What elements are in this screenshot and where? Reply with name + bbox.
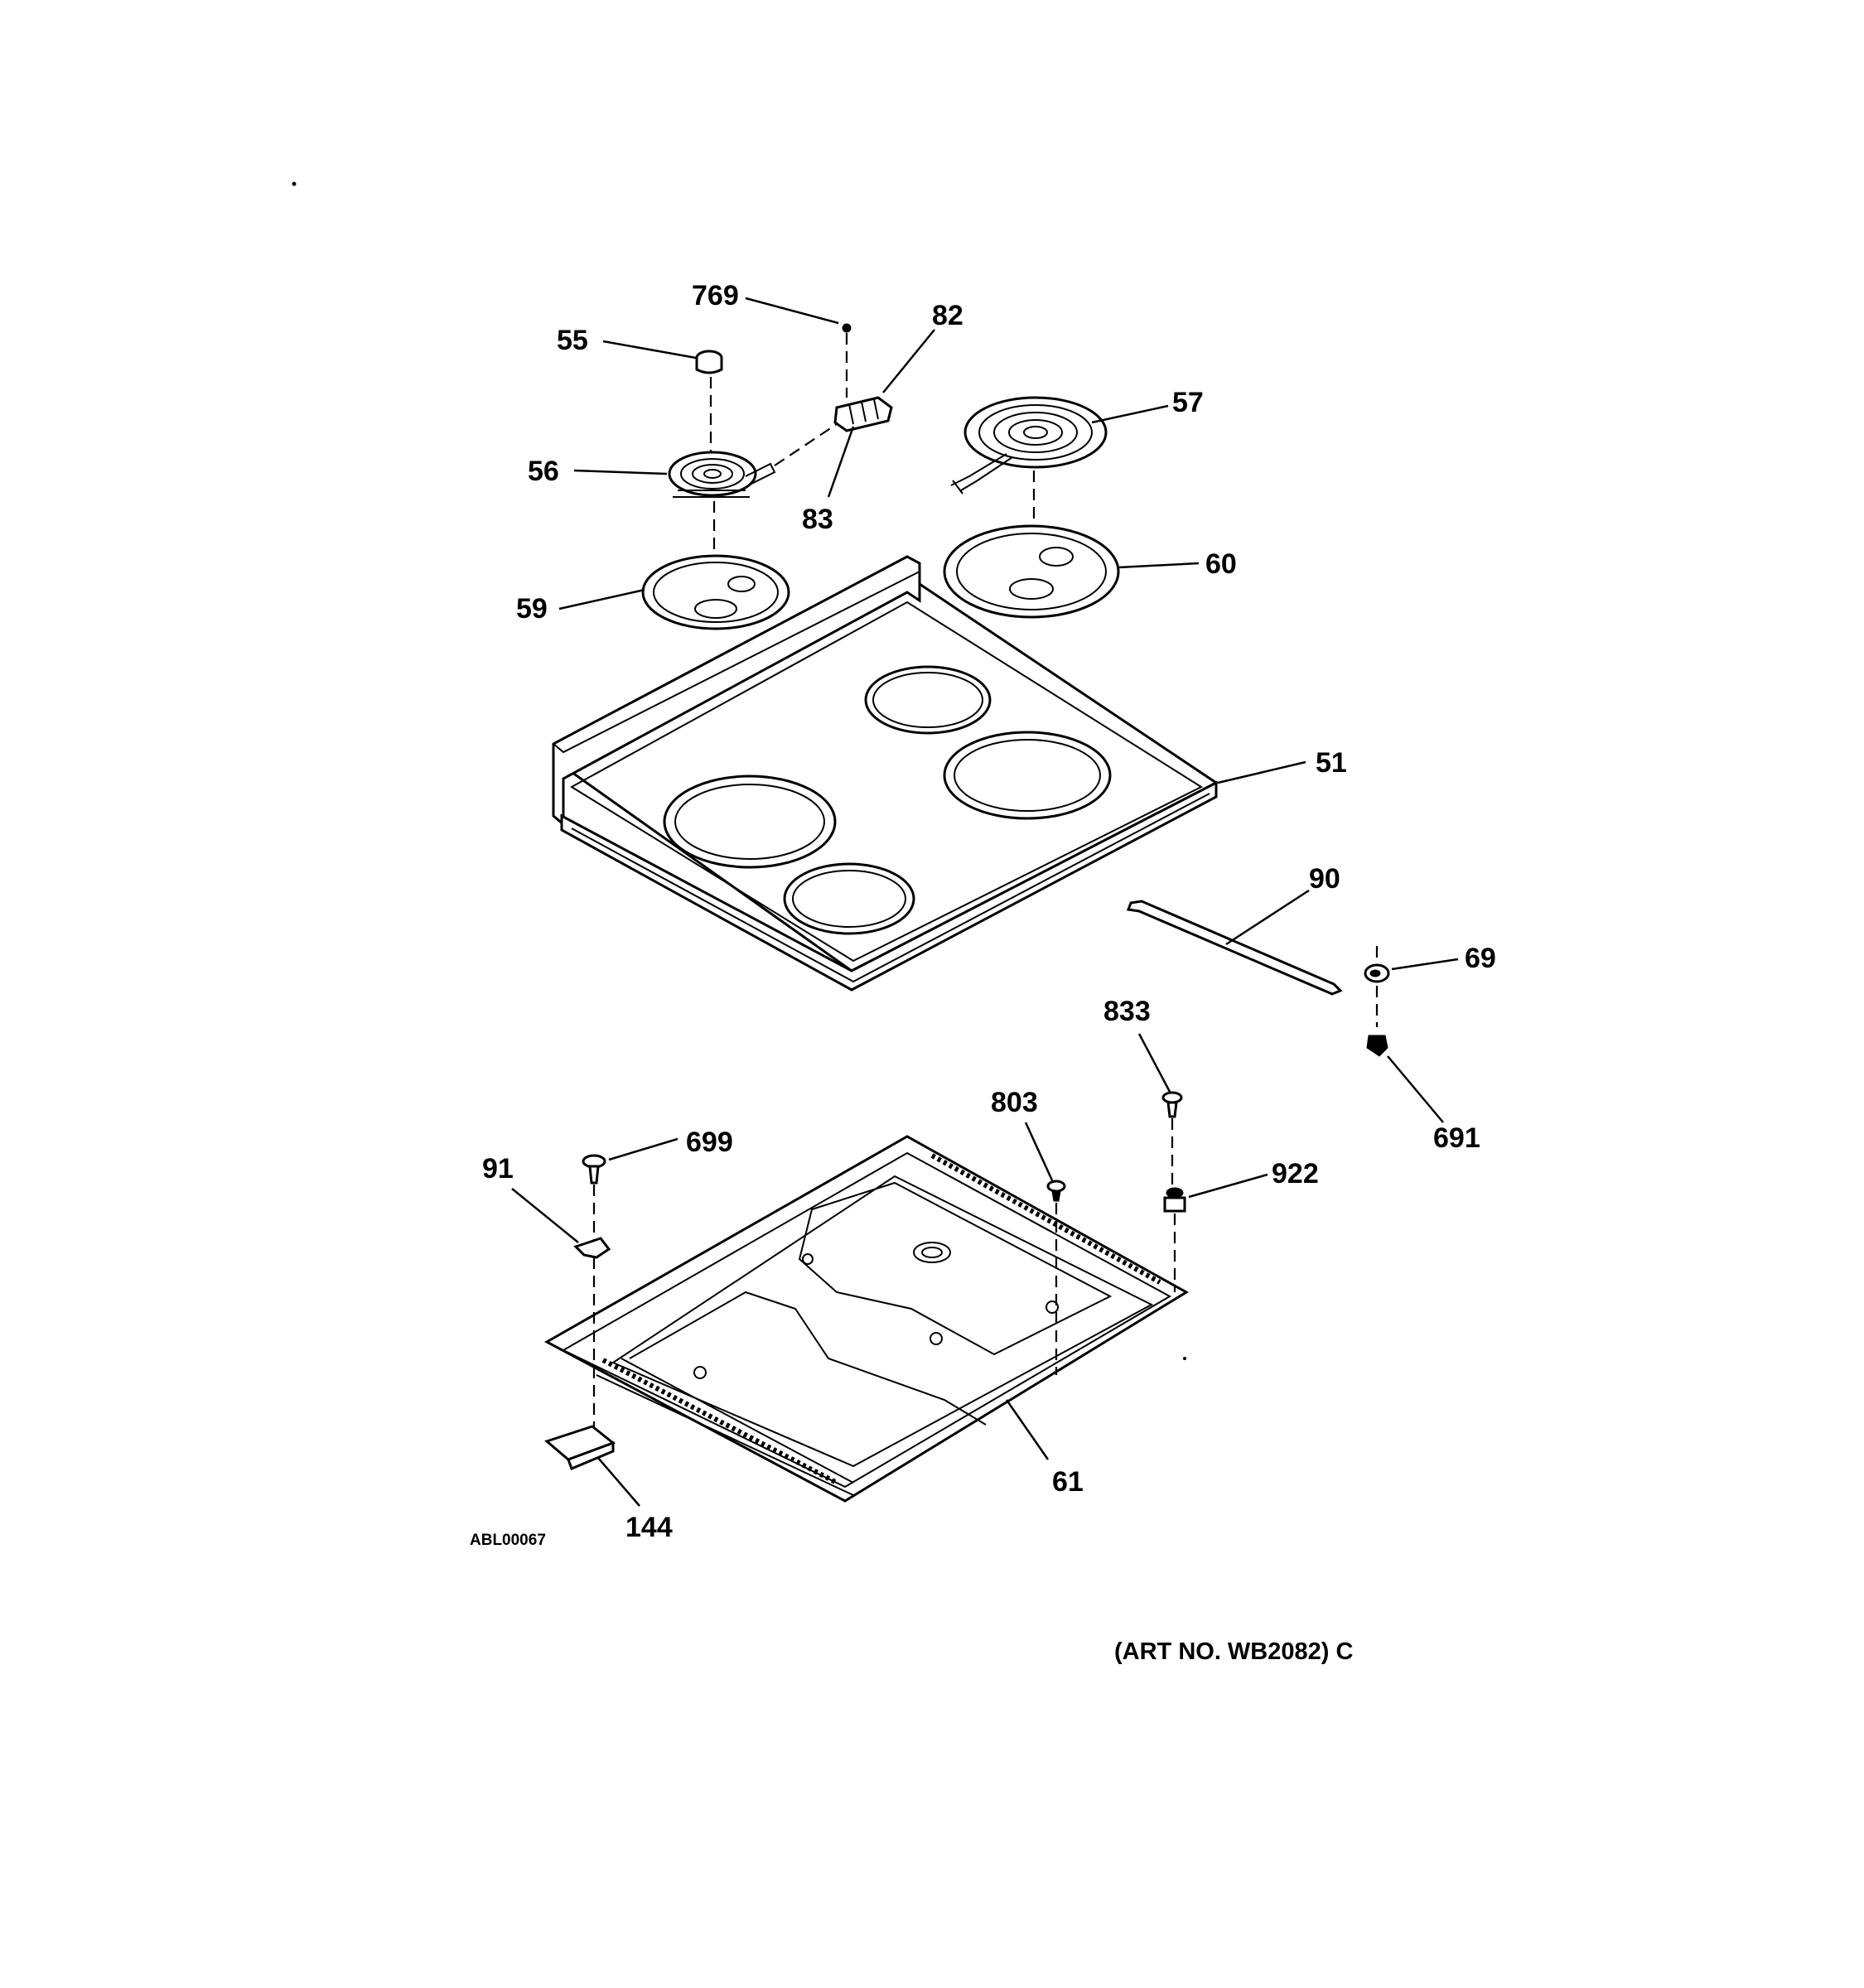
label-144: 144 [625, 1512, 673, 1543]
leader-144 [597, 1457, 640, 1507]
label-61: 61 [1052, 1466, 1084, 1498]
part-61-bottom-tray [543, 1135, 1189, 1503]
label-833: 833 [1103, 996, 1151, 1027]
part-59-small-drip-pan [641, 554, 790, 630]
label-69: 69 [1465, 943, 1496, 974]
leader-922 [1188, 1173, 1268, 1199]
leader-60 [1118, 562, 1200, 569]
part-922-bumper [1163, 1187, 1186, 1213]
art-number: (ART NO. WB2082) C [1114, 1638, 1353, 1665]
label-56: 56 [528, 456, 559, 487]
leader-59 [558, 588, 645, 610]
part-82-receptacle [833, 396, 893, 432]
label-59: 59 [516, 593, 548, 625]
leader-56 [573, 469, 668, 475]
leader-833 [1137, 1033, 1171, 1093]
leader-61 [1005, 1399, 1050, 1460]
leader-55 [602, 340, 697, 359]
label-91: 91 [482, 1153, 514, 1185]
part-57-large-surface-unit [950, 396, 1108, 495]
leader-69 [1391, 958, 1459, 971]
part-691-screw [1366, 1035, 1388, 1057]
label-691: 691 [1433, 1122, 1480, 1154]
leader-57 [1091, 404, 1169, 424]
leader-82 [882, 329, 935, 393]
drawing-code: ABL00067 [470, 1532, 546, 1549]
label-57: 57 [1172, 387, 1204, 418]
leader-691 [1387, 1055, 1444, 1123]
part-803-screw [1046, 1180, 1066, 1202]
label-82: 82 [932, 300, 963, 331]
part-56-small-surface-unit [668, 451, 776, 498]
leader-51 [1217, 760, 1306, 784]
label-803: 803 [991, 1087, 1038, 1118]
leader-699 [608, 1137, 678, 1161]
leader-90 [1225, 889, 1310, 946]
leader-769 [745, 297, 839, 325]
part-144-bracket [543, 1425, 616, 1470]
scan-speck [1183, 1357, 1186, 1360]
label-922: 922 [1272, 1158, 1319, 1189]
part-90-rod [1126, 900, 1343, 996]
label-51: 51 [1316, 747, 1347, 779]
label-769: 769 [692, 280, 739, 311]
label-55: 55 [557, 325, 588, 356]
part-51-cooktop [552, 555, 1219, 992]
leader-91 [511, 1188, 579, 1243]
part-69-clip [1364, 963, 1390, 983]
part-769-screw [842, 323, 852, 333]
part-699-screw [582, 1154, 606, 1185]
label-83: 83 [802, 504, 833, 535]
part-833-screw [1161, 1091, 1183, 1118]
label-699: 699 [686, 1127, 733, 1158]
label-60: 60 [1205, 548, 1237, 580]
part-55-cap [695, 350, 723, 374]
leader-803 [1024, 1122, 1054, 1181]
dash-56-82 [774, 423, 838, 466]
label-90: 90 [1309, 863, 1340, 895]
scan-speck [292, 181, 297, 186]
leader-83 [827, 426, 855, 498]
part-60-large-drip-pan [943, 524, 1120, 619]
tray-front-vents [601, 1153, 1161, 1485]
part-91-bracket [573, 1237, 611, 1259]
